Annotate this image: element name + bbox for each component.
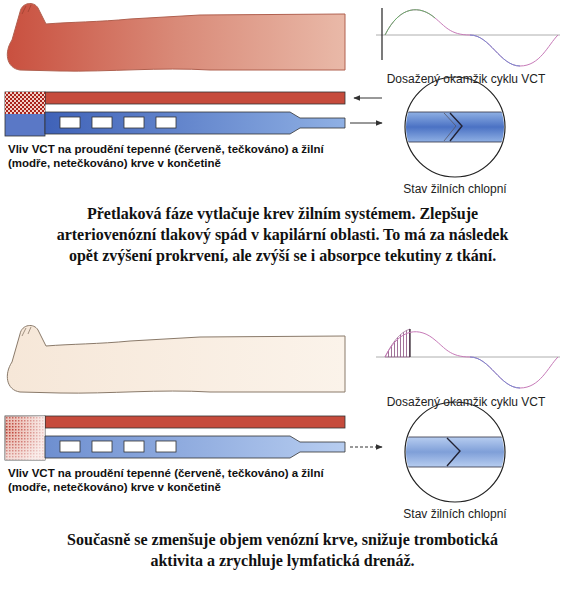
drawing-part	[45, 112, 345, 134]
leg-red	[7, 3, 345, 71]
drawing-part	[92, 117, 112, 128]
drawing-part	[450, 113, 462, 141]
drawing-part	[5, 92, 45, 114]
vessel-caption: Vliv VCT na proudění tepenné (červeně, t…	[8, 142, 353, 171]
cycle-wave	[376, 329, 560, 388]
vessel-model	[5, 416, 382, 460]
cycle-caption: Dosažený okamžik cyklu VCT	[372, 395, 560, 409]
drawing-part	[156, 117, 176, 128]
drawing-part	[7, 325, 345, 393]
drawing-part	[5, 92, 45, 136]
vessel-caption: Vliv VCT na proudění tepenné (červeně, t…	[8, 466, 353, 495]
drawing-part	[470, 35, 520, 66]
phase-description: Přetlaková fáze vytlačuje krev žilním sy…	[55, 204, 510, 266]
drawing-part	[400, 437, 510, 467]
drawing-part	[470, 357, 520, 388]
drawing-part	[22, 5, 31, 14]
drawing-part	[60, 441, 80, 452]
drawing-part	[5, 416, 45, 460]
drawing-part	[444, 113, 456, 141]
drawing-part	[410, 329, 411, 357]
drawing-part	[22, 327, 31, 336]
drawing-part	[385, 10, 558, 66]
drawing-part	[385, 332, 558, 388]
vessel-model	[5, 92, 382, 136]
drawing-part	[45, 416, 345, 428]
cycle-wave	[376, 8, 560, 66]
drawing-part	[156, 441, 176, 452]
drawing-part	[447, 438, 460, 466]
drawing-part	[60, 117, 80, 128]
valve-caption: Stav žilních chlopní	[380, 507, 530, 521]
drawing-part	[354, 98, 382, 99]
drawing-part	[350, 123, 382, 124]
cycle-caption: Dosažený okamžik cyklu VCT	[372, 72, 560, 86]
drawing-part	[45, 92, 345, 104]
drawing-part	[7, 3, 345, 71]
drawing-part	[124, 441, 144, 452]
drawing-part	[400, 437, 510, 467]
valve-caption: Stav žilních chlopní	[380, 182, 530, 196]
valve-circle	[400, 402, 510, 502]
drawing-part	[45, 436, 345, 458]
drawing-part	[92, 441, 112, 452]
phase-description: Současně se zmenšuje objem venózní krve,…	[45, 530, 520, 572]
leg-pale	[7, 325, 345, 393]
drawing-part	[381, 8, 382, 60]
drawing-part	[5, 416, 45, 460]
drawing-part	[385, 10, 435, 35]
drawing-part	[350, 447, 382, 448]
valve-circle	[400, 77, 510, 177]
drawing-part	[124, 117, 144, 128]
drawing-part	[400, 112, 510, 142]
drawing-part	[400, 112, 510, 142]
